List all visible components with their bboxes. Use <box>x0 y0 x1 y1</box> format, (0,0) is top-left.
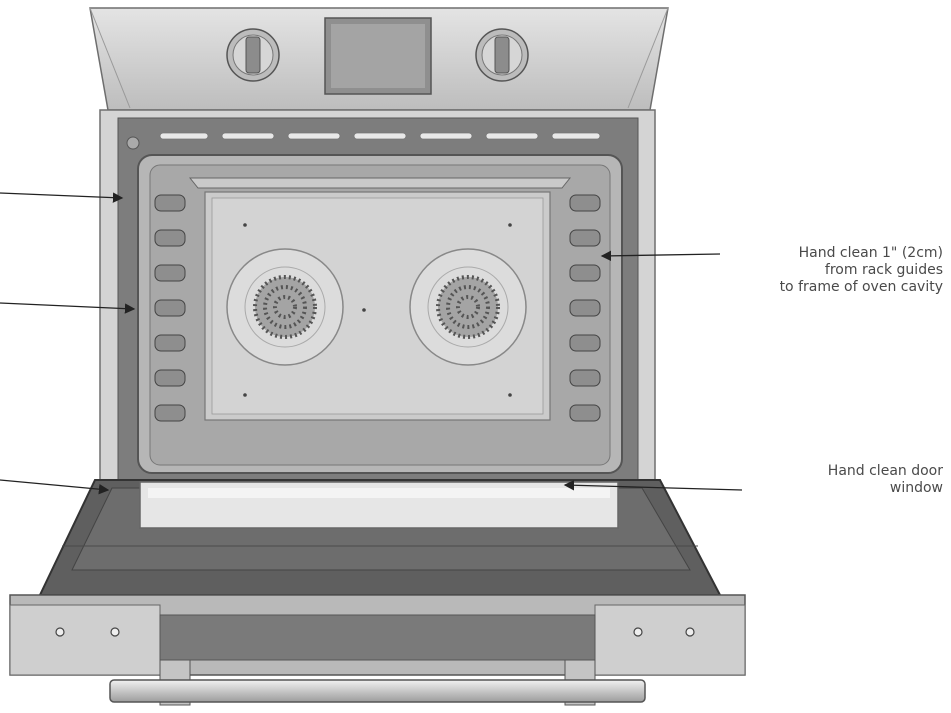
callout-rack-line1: Hand clean 1" (2cm) <box>798 245 943 261</box>
right-rack-guides <box>569 194 601 422</box>
right-convection-fan <box>409 248 527 366</box>
left-convection-fan <box>226 248 344 366</box>
left-knob <box>226 28 280 82</box>
oven-door-open <box>9 479 746 706</box>
callout-rack-line3: to frame of oven cavity <box>779 279 943 295</box>
callout-door-window: Hand clean door window <box>828 463 943 497</box>
callout-arrows <box>0 192 743 495</box>
door-handle <box>109 659 646 706</box>
arrow-left-middle <box>0 302 136 314</box>
right-knob <box>475 28 529 82</box>
callout-door-line2: window <box>889 480 943 496</box>
arrow-rack-guides <box>600 250 721 262</box>
left-rack-guides <box>154 194 186 422</box>
arrow-left-top <box>0 192 124 203</box>
callout-rack-guides: Hand clean 1" (2cm) from rack guides to … <box>780 245 943 296</box>
callout-rack-line2: from rack guides <box>824 262 943 278</box>
arrow-door-window <box>563 480 743 491</box>
control-panel <box>89 7 669 111</box>
cavity-light <box>126 136 140 150</box>
callout-door-line1: Hand clean door <box>827 463 943 479</box>
vent-slots <box>159 132 601 140</box>
arrow-left-bottom <box>0 479 110 495</box>
oven-cavity <box>137 154 623 474</box>
